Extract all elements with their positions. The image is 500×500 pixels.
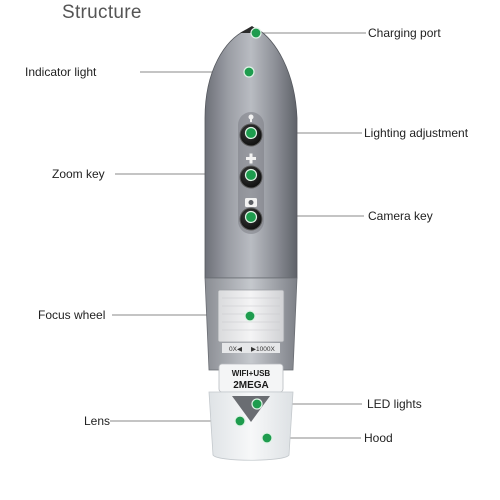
- plus-icon-vertical: [249, 153, 253, 164]
- bulb-base-icon: [250, 119, 252, 122]
- device-hood: [208, 391, 294, 461]
- label-lens: Lens: [84, 414, 111, 428]
- marker-lighting-adjustment: [244, 126, 258, 140]
- markers: [234, 27, 273, 444]
- marker-indicator-light: [243, 66, 255, 78]
- label-charging-port: Charging port: [368, 26, 441, 40]
- label-camera-key: Camera key: [368, 209, 433, 223]
- label-zoom-key: Zoom key: [52, 167, 105, 181]
- marker-led-lights: [251, 398, 263, 410]
- label-hood: Hood: [364, 431, 393, 445]
- label-focus-wheel: Focus wheel: [38, 308, 106, 322]
- scale-right-text: ▶1000X: [251, 346, 275, 353]
- marker-zoom-key: [244, 168, 258, 182]
- scale-left-text: 0X◀: [229, 346, 242, 353]
- camera-lens-icon: [248, 200, 254, 205]
- label-led-lights: LED lights: [367, 397, 422, 411]
- badge-line2: 2MEGA: [233, 380, 269, 391]
- label-lighting-adjustment: Lighting adjustment: [364, 126, 469, 140]
- marker-focus-wheel: [244, 310, 256, 322]
- zoom-scale-strip: [222, 343, 280, 353]
- marker-camera-key: [244, 210, 258, 224]
- button-icons: [245, 114, 257, 207]
- marker-charging-port: [250, 27, 262, 39]
- bulb-icon: [248, 114, 254, 120]
- label-indicator-light: Indicator light: [25, 65, 97, 79]
- marker-hood: [261, 432, 273, 444]
- badge-line1: WIFI+USB: [232, 369, 271, 378]
- marker-lens: [234, 415, 246, 427]
- diagram-title: Structure: [62, 2, 142, 23]
